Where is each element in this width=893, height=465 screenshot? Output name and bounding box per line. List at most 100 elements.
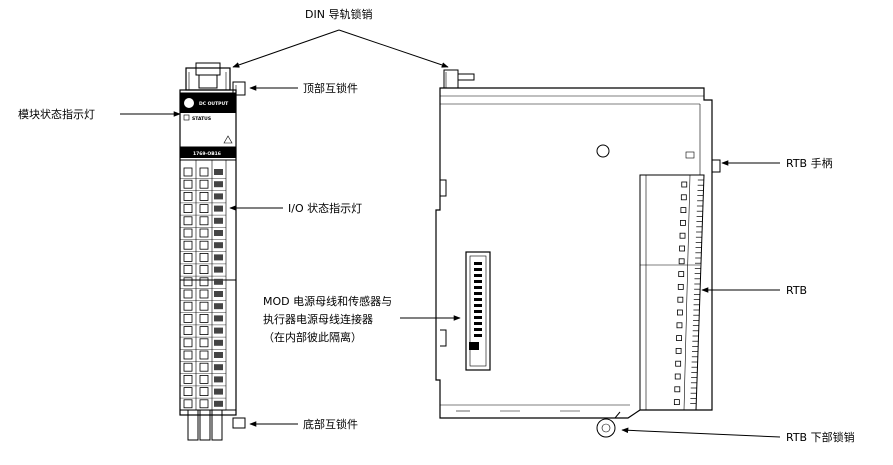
front-terminal-block: [179, 159, 237, 411]
rtb-terminal: [676, 335, 682, 342]
terminal-screw-left: [183, 338, 193, 348]
terminal-screw-left: [183, 167, 193, 177]
terminal-screw-left: [183, 313, 193, 323]
front-bottom-interlock: [232, 417, 246, 429]
terminal-screw-right: [199, 240, 209, 250]
front-bottom-feet: [187, 409, 246, 441]
rtb-terminal: [680, 207, 687, 214]
io-led-window: [214, 193, 223, 200]
io-led-window: [214, 315, 223, 322]
label-mod-bus-line3: （在内部彼此隔离）: [263, 330, 362, 344]
terminal-screw-right: [199, 167, 209, 177]
bus-pin: [474, 316, 482, 319]
module-status-led: [183, 114, 190, 121]
bus-pin: [474, 322, 482, 325]
bus-pin: [474, 328, 482, 331]
terminal-screw-right: [199, 265, 209, 275]
io-led-window: [214, 400, 223, 407]
terminal-screw-right: [199, 387, 209, 397]
terminal-screw-right: [199, 362, 209, 372]
bus-pin: [474, 262, 482, 265]
io-led-window: [214, 205, 223, 212]
terminal-screw-left: [183, 179, 193, 189]
label-din-rail-latch: DIN 导轨锁销: [305, 7, 372, 21]
terminal-screw-left: [183, 252, 193, 262]
terminal-screw-left: [183, 399, 193, 409]
io-led-window: [214, 278, 223, 285]
terminal-screw-right: [199, 326, 209, 336]
io-led-window: [214, 242, 223, 249]
rtb-terminal: [674, 386, 681, 393]
label-bottom-interlock: 底部互锁件: [303, 417, 358, 431]
rtb-terminal: [678, 258, 685, 265]
label-rtb-handle: RTB 手柄: [786, 156, 833, 170]
bus-connector: [465, 251, 491, 371]
bus-pin: [474, 304, 482, 307]
terminal-screw-right: [199, 301, 209, 311]
bus-pin: [474, 280, 482, 283]
io-led-window: [214, 169, 223, 175]
module-catalog-text: 1769-OB16: [193, 151, 221, 157]
mounting-hole: [596, 144, 610, 158]
module-status-text: STATUS: [192, 116, 211, 122]
io-led-window: [214, 254, 223, 261]
rtb-terminal: [673, 399, 680, 406]
bus-pin: [474, 298, 482, 301]
module-dc-output-text: DC OUTPUT: [199, 101, 229, 107]
rtb-terminal: [677, 296, 684, 303]
warning-icon: [223, 135, 233, 144]
rtb-terminal: [676, 322, 683, 329]
rtb-bottom-latch: [596, 411, 621, 438]
rtb-terminal: [677, 283, 684, 290]
terminal-screw-right: [199, 338, 209, 348]
terminal-screw-left: [183, 362, 193, 372]
rtb-block: [639, 174, 705, 411]
io-led-window: [214, 339, 223, 346]
rtb-terminal: [675, 347, 682, 354]
io-led-window: [214, 364, 223, 371]
bus-pin: [474, 334, 482, 337]
io-led-window: [214, 388, 223, 395]
terminal-screw-left: [183, 191, 193, 201]
bus-pin: [474, 274, 482, 277]
terminal-screw-left: [183, 374, 193, 384]
terminal-screw-right: [199, 228, 209, 238]
terminal-screw-left: [183, 204, 193, 214]
terminal-screw-right: [199, 191, 209, 201]
io-led-window: [214, 352, 223, 358]
terminal-screw-right: [199, 277, 209, 287]
terminal-screw-left: [183, 301, 193, 311]
label-io-status-indicator: I/O 状态指示灯: [288, 201, 362, 215]
bus-pin: [474, 286, 482, 289]
front-label-panel: DC OUTPUT STATUS 1769-OB16: [179, 92, 237, 158]
label-rtb: RTB: [786, 284, 807, 297]
terminal-screw-left: [183, 289, 193, 299]
side-view-module: [435, 69, 721, 438]
terminal-screw-left: [183, 350, 193, 360]
label-rtb-lower-latch: RTB 下部锁销: [786, 430, 855, 444]
rtb-terminal: [680, 219, 686, 226]
terminal-screw-right: [199, 216, 209, 226]
terminal-screw-right: [199, 350, 209, 360]
terminal-screw-right: [199, 399, 209, 409]
terminal-screw-right: [199, 179, 209, 189]
callout-labels: DIN 导轨锁销 顶部互锁件 模块状态指示灯 I/O 状态指示灯 MOD 电源母…: [18, 7, 855, 444]
terminal-screw-right: [199, 204, 209, 214]
terminal-screw-left: [183, 228, 193, 238]
rtb-terminal: [674, 373, 681, 380]
rtb-handle-nub: [711, 159, 721, 173]
terminal-screw-left: [183, 277, 193, 287]
io-led-window: [214, 327, 223, 334]
rtb-terminal: [675, 360, 682, 367]
rtb-terminal: [677, 309, 683, 316]
terminal-screw-left: [183, 216, 193, 226]
terminal-screw-right: [199, 374, 209, 384]
io-led-window: [214, 230, 223, 236]
rtb-terminal: [678, 271, 685, 278]
rtb-terminal: [680, 194, 687, 201]
terminal-screw-left: [183, 240, 193, 250]
bus-pin: [474, 310, 482, 313]
label-module-status-indicator: 模块状态指示灯: [18, 107, 95, 121]
io-led-window: [214, 266, 223, 273]
